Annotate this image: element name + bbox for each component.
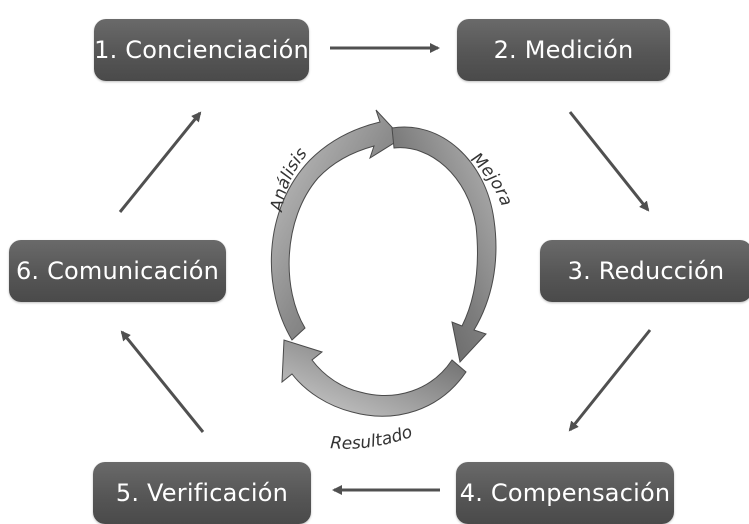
step-medicion: 2. Medición bbox=[457, 19, 670, 81]
arrow-3-to-4 bbox=[568, 329, 652, 432]
step-concienciacion: 1. Concienciación bbox=[94, 19, 309, 81]
arrow-6-to-1 bbox=[118, 111, 202, 213]
cycle-arrow-resultados bbox=[281, 339, 467, 417]
arrow-5-to-6 bbox=[120, 330, 205, 433]
step-verificacion: 5. Verificación bbox=[93, 462, 311, 524]
cycle-arrows bbox=[270, 109, 497, 417]
arrow-2-to-3 bbox=[568, 111, 650, 212]
step-compensacion: 4. Compensación bbox=[456, 462, 674, 524]
cycle-arrow-mejora bbox=[391, 126, 497, 364]
step-reduccion: 3. Reducción bbox=[540, 240, 749, 302]
step-comunicacion: 6. Comunicación bbox=[9, 240, 226, 302]
cycle-arrow-analisis bbox=[270, 109, 403, 341]
